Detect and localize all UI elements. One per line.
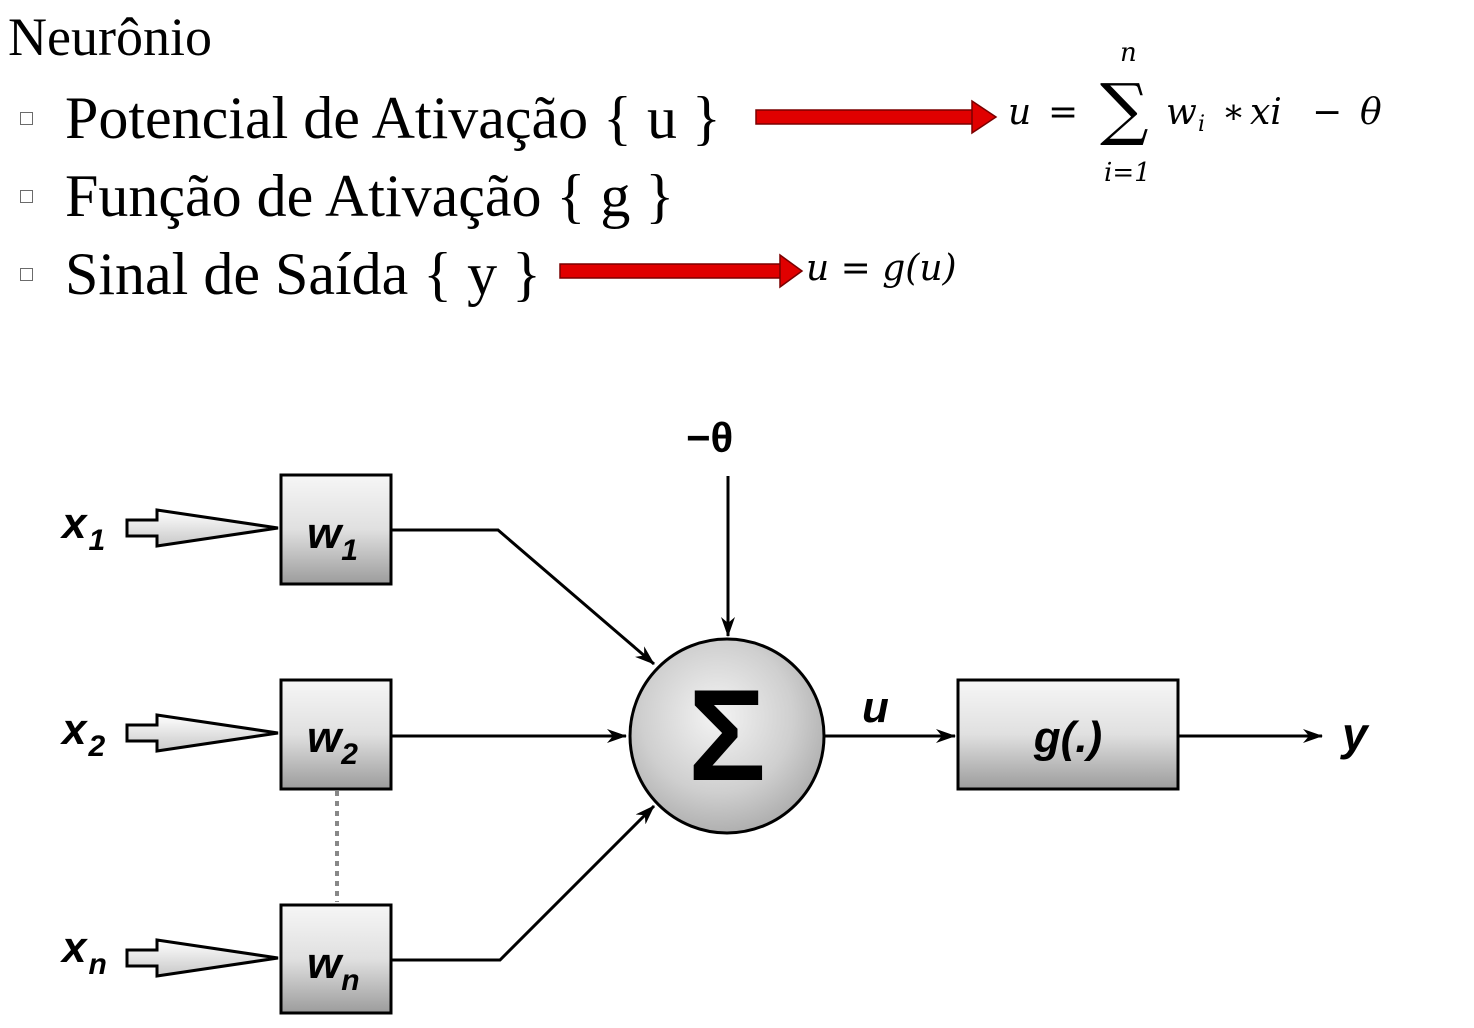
bullet-output-signal: Sinal de Saída { y } <box>20 240 541 309</box>
connection-wn-sum <box>392 804 656 962</box>
red-arrows <box>559 99 998 289</box>
bullet-label: Sinal de Saída { y } <box>65 241 541 307</box>
formula-minus: − <box>1312 92 1343 133</box>
input-arrow-icon <box>125 508 279 548</box>
input-label-x2: x2 <box>60 705 105 763</box>
input-row-n: xn wn <box>60 804 656 1015</box>
input-arrow-icon <box>125 938 279 978</box>
activation-function-label: g(.) <box>1033 713 1102 762</box>
bullet-square-icon <box>20 189 33 203</box>
input-row-1: x1 w1 <box>60 473 655 666</box>
input-label-xn: xn <box>60 923 107 981</box>
weight-box-wn <box>279 903 393 1015</box>
neuron-diagram: −θ x1 w1 x2 w2 xn wn Σ <box>60 414 1370 1015</box>
u-label: u <box>862 683 889 732</box>
weight-label-wn: wn <box>307 939 360 997</box>
summation-symbol: Σ <box>688 662 766 808</box>
formula-theta: θ <box>1360 92 1382 133</box>
formula-sum-lower: i=1 <box>1104 158 1151 188</box>
formula-times: ∗ <box>1222 92 1246 132</box>
bias-label: −θ <box>686 414 733 461</box>
formula-equals: = <box>1048 92 1079 133</box>
formula-xi: xi <box>1250 92 1282 133</box>
input-label-x1: x1 <box>60 499 105 557</box>
connection-w1-sum <box>392 528 655 666</box>
summation-node <box>628 637 826 835</box>
bullet-square-icon <box>20 267 33 281</box>
bullet-potential: Potencial de Ativação { u } <box>20 84 721 153</box>
formula-weight-sub: i <box>1198 112 1206 137</box>
red-arrow-icon <box>755 99 998 135</box>
formula-weight: w <box>1166 92 1197 133</box>
bullet-label: Potencial de Ativação { u } <box>65 85 721 151</box>
weight-label-w2: w2 <box>307 713 358 771</box>
bullet-activation-function: Função de Ativação { g } <box>20 162 674 231</box>
slide-title: Neurônio <box>8 7 212 67</box>
formula-output: u = g(u) <box>806 248 957 289</box>
formula-u-lhs: u <box>1008 92 1032 133</box>
formula-sum-upper: n <box>1120 38 1137 68</box>
red-arrow-icon <box>559 253 804 289</box>
weight-box-w1 <box>279 473 393 586</box>
bullet-label: Função de Ativação { g } <box>65 163 675 229</box>
input-arrow-icon <box>125 713 279 753</box>
output-label: y <box>1340 708 1370 760</box>
formula-sum-symbol: ∑ <box>1100 70 1149 149</box>
weight-box-w2 <box>279 678 393 791</box>
bullet-square-icon <box>20 111 33 125</box>
input-row-2: x2 w2 <box>60 678 627 791</box>
weight-label-w1: w1 <box>307 509 358 567</box>
activation-function-box <box>956 678 1180 791</box>
